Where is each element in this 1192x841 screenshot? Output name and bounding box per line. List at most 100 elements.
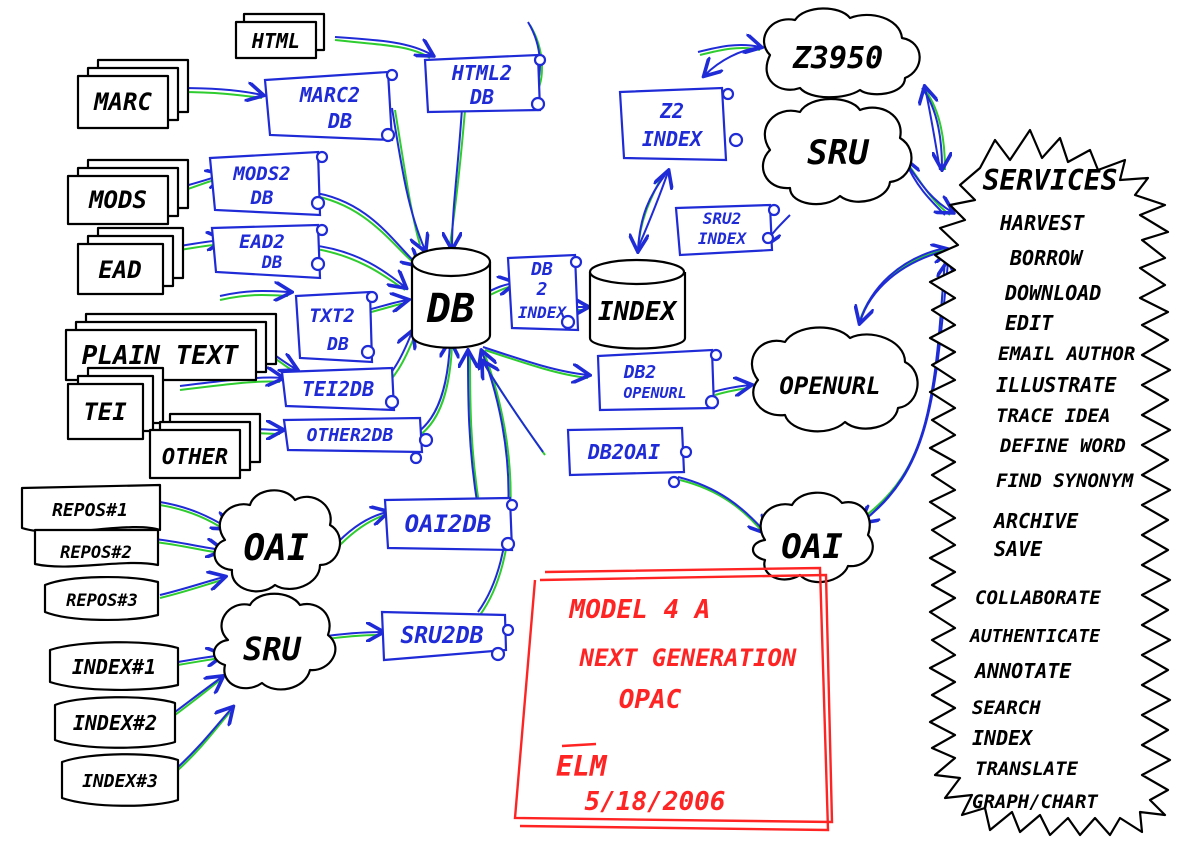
services-title: SERVICES — [983, 164, 1118, 197]
converter-other2db: OTHER2DB — [282, 416, 434, 465]
source-html-label: HTML — [251, 29, 300, 53]
source-other: OTHER — [148, 412, 262, 480]
model-note: MODEL 4 A NEXT GENERATION OPAC ELM 5/18/… — [513, 566, 834, 832]
cloud-sru-in: SRU — [213, 592, 337, 691]
converter-html2db-line1: HTML2 — [451, 61, 512, 85]
converter-tei2db-label: TEI2DB — [302, 377, 374, 401]
service-item: BORROW — [1009, 246, 1084, 270]
service-item: EMAIL AUTHOR — [998, 343, 1135, 365]
cloud-z3950-label: Z3950 — [792, 41, 883, 76]
converter-db2index: DB 2 INDEX — [506, 253, 583, 332]
service-item: ANNOTATE — [973, 659, 1072, 683]
source-tei-label: TEI — [83, 398, 127, 426]
converter-txt2db-line1: TXT2 — [309, 305, 355, 327]
service-item: HARVEST — [999, 211, 1085, 235]
converter-mods2db-line1: MODS2 — [232, 163, 290, 185]
source-other-label: OTHER — [162, 445, 228, 470]
source-repos1-label: REPOS#1 — [52, 500, 128, 521]
services-list: HARVEST BORROW DOWNLOAD EDIT EMAIL AUTHO… — [969, 211, 1135, 813]
cloud-oai-in-label: OAI — [243, 528, 308, 569]
cloud-sru-out: SRU — [761, 97, 913, 206]
converter-db2index-line1: DB — [530, 259, 553, 280]
converter-db2index-line3: INDEX — [518, 303, 568, 322]
source-index2-label: INDEX#2 — [73, 711, 157, 735]
service-item: DEFINE WORD — [999, 435, 1126, 457]
source-repos1: REPOS#1 — [20, 483, 162, 534]
source-repos2: REPOS#2 — [33, 528, 160, 568]
cloud-z3950: Z3950 — [763, 7, 921, 99]
note-date: 5/18/2006 — [585, 787, 726, 817]
services-panel: SERVICES HARVEST BORROW DOWNLOAD EDIT EM… — [928, 128, 1172, 837]
source-mods: MODS — [66, 158, 190, 226]
converter-other2db-label: OTHER2DB — [307, 425, 394, 446]
store-db: DB — [410, 246, 492, 349]
cloud-sru-in-label: SRU — [243, 630, 302, 668]
service-item: EDIT — [1005, 311, 1054, 335]
service-item: AUTHENTICATE — [969, 626, 1100, 647]
converter-db2oai: DB2OAI — [566, 426, 693, 489]
source-plain-text-label: PLAIN TEXT — [82, 341, 240, 371]
service-item: SAVE — [994, 537, 1043, 561]
service-item: ILLUSTRATE — [996, 373, 1117, 397]
cloud-oai-in: OAI — [213, 489, 341, 593]
converter-marc2db-line2: DB — [327, 109, 352, 133]
store-index-label: INDEX — [598, 297, 679, 327]
service-item: SEARCH — [972, 697, 1041, 719]
converter-db2oai-label: DB2OAI — [587, 440, 660, 464]
converter-ead2db-line1: EAD2 — [239, 231, 285, 253]
store-db-label: DB — [426, 286, 475, 332]
converter-sru2index: SRU2 INDEX — [674, 203, 781, 257]
source-marc-label: MARC — [93, 88, 152, 116]
converter-txt2db-line2: DB — [326, 334, 349, 355]
service-item: GRAPH/CHART — [972, 791, 1098, 813]
converter-marc2db: MARC2 DB — [263, 68, 399, 143]
source-ead-label: EAD — [98, 256, 141, 284]
source-index1: INDEX#1 — [48, 641, 180, 691]
converter-z2index-line2: INDEX — [642, 127, 704, 151]
converter-z2index: Z2 INDEX — [618, 86, 744, 162]
converter-sru2index-line2: INDEX — [698, 229, 748, 248]
note-line3: OPAC — [619, 685, 682, 715]
converter-mods2db-line2: DB — [250, 187, 274, 209]
source-index2: INDEX#2 — [53, 696, 177, 749]
source-ead: EAD — [76, 226, 185, 296]
converter-tei2db: TEI2DB — [280, 366, 400, 412]
converter-db2openurl-line2: OPENURL — [623, 384, 686, 402]
source-index3-label: INDEX#3 — [82, 771, 158, 792]
source-repos3: REPOS#3 — [43, 575, 160, 622]
source-mods-label: MODS — [88, 186, 147, 214]
source-html: HTML — [234, 12, 326, 60]
source-tei: TEI — [66, 366, 165, 441]
converter-ead2db-line2: DB — [261, 253, 282, 273]
service-item: TRACE IDEA — [996, 405, 1110, 427]
converter-sru2db-label: SRU2DB — [400, 623, 483, 649]
cloud-oai-out-label: OAI — [781, 527, 843, 567]
service-item: DOWNLOAD — [1004, 281, 1101, 305]
service-item: ARCHIVE — [992, 509, 1079, 533]
converter-sru2db: SRU2DB — [380, 610, 515, 662]
converter-z2index-line1: Z2 — [659, 99, 684, 123]
source-index1-label: INDEX#1 — [72, 655, 156, 679]
converter-db2openurl: DB2 OPENURL — [596, 348, 723, 412]
source-repos2-label: REPOS#2 — [60, 543, 132, 563]
service-item: INDEX — [972, 726, 1034, 750]
converter-oai2db-label: OAI2DB — [405, 510, 492, 538]
converter-db2index-line2: 2 — [536, 279, 548, 300]
note-line2: NEXT GENERATION — [579, 644, 797, 672]
source-repos3-label: REPOS#3 — [66, 591, 138, 611]
source-index3: INDEX#3 — [60, 753, 180, 807]
note-line1: MODEL 4 A — [569, 595, 711, 625]
service-item: COLLABORATE — [975, 587, 1101, 609]
cloud-openurl: OPENURL — [750, 326, 919, 433]
converter-db2openurl-line1: DB2 — [623, 362, 657, 383]
converter-sru2index-line1: SRU2 — [703, 209, 742, 228]
converter-ead2db: EAD2 DB — [210, 223, 329, 280]
store-index: INDEX — [588, 258, 687, 350]
converter-oai2db: OAI2DB — [383, 496, 519, 552]
cloud-oai-out: OAI — [751, 491, 874, 584]
service-item: TRANSLATE — [975, 758, 1079, 780]
cloud-openurl-label: OPENURL — [779, 372, 880, 400]
service-item: FIND SYNONYM — [996, 470, 1134, 492]
